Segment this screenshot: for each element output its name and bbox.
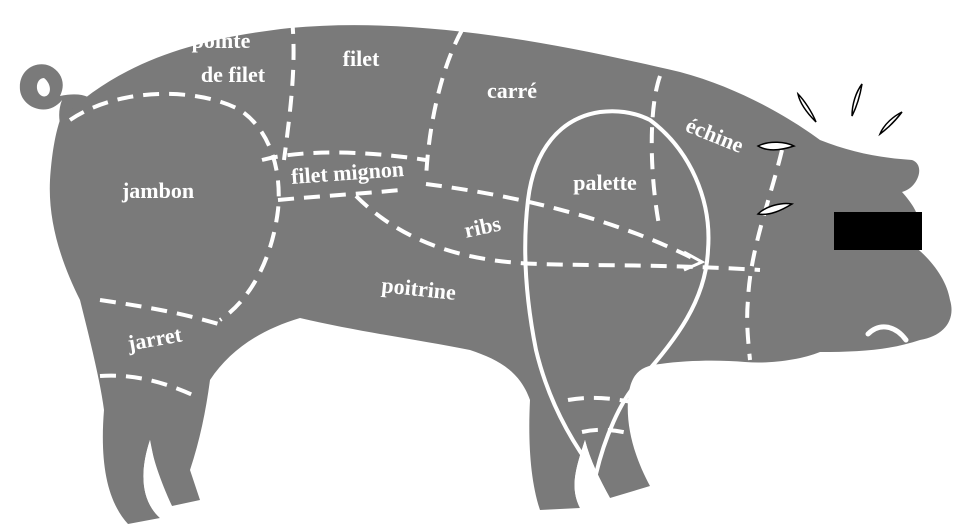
label-filet: filet xyxy=(343,46,380,71)
label-de-filet: de filet xyxy=(201,62,266,87)
motion-line-2 xyxy=(852,84,862,116)
pig-silhouette xyxy=(20,25,952,524)
label-jambon: jambon xyxy=(121,178,194,203)
label-palette: palette xyxy=(573,170,637,195)
motion-line-1 xyxy=(798,94,816,122)
motion-line-3 xyxy=(880,112,902,134)
label-pointe: pointe xyxy=(192,28,251,53)
censor-bar xyxy=(834,212,922,250)
label-carre: carré xyxy=(487,78,537,103)
